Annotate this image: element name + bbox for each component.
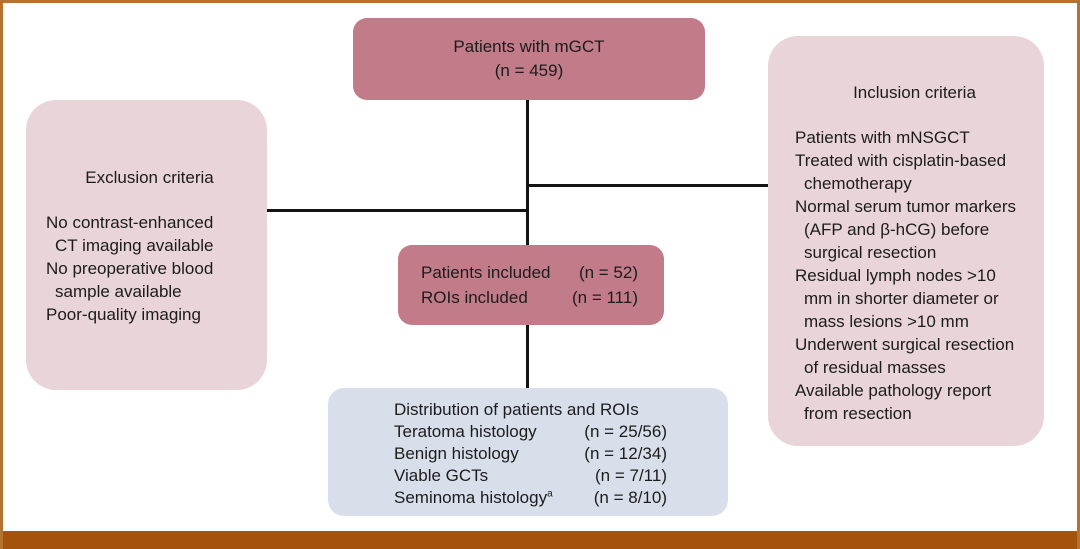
inclusion-line: Underwent surgical resection xyxy=(795,335,1015,354)
inclusion-title: Inclusion criteria xyxy=(853,83,976,102)
distribution-row-label: Viable GCTs xyxy=(394,466,489,485)
connector-included-to-distribution xyxy=(526,324,529,389)
distribution-row-value: (n = 7/11) xyxy=(595,466,667,485)
included-row: ROIs included (n = 111) xyxy=(421,285,638,310)
patients-included-box: Patients included (n = 52) ROIs included… xyxy=(398,245,664,325)
inclusion-list: Patients with mNSGCT Treated with cispla… xyxy=(795,126,1034,425)
included-row-value: (n = 111) xyxy=(572,288,638,307)
exclusion-list: No contrast-enhanced CT imaging availabl… xyxy=(46,211,253,326)
exclusion-criteria-box: Exclusion criteria No contrast-enhanced … xyxy=(26,100,267,390)
included-row-value: (n = 52) xyxy=(578,263,638,282)
distribution-row: Seminoma histologya (n = 8/10) xyxy=(394,487,667,509)
exclusion-title: Exclusion criteria xyxy=(85,168,214,187)
patients-mgct-count: (n = 459) xyxy=(494,61,564,80)
patients-mgct-label: Patients with mGCT xyxy=(453,37,605,56)
inclusion-line: surgical resection xyxy=(804,243,937,262)
distribution-title: Distribution of patients and ROIs xyxy=(394,400,639,419)
distribution-row: Benign histology (n = 12/34) xyxy=(394,443,667,465)
included-row: Patients included (n = 52) xyxy=(421,260,638,285)
inclusion-line: of residual masses xyxy=(804,358,946,377)
figure-bottom-bar xyxy=(3,531,1077,549)
distribution-row: Teratoma histology (n = 25/56) xyxy=(394,421,667,443)
distribution-row-label: Seminoma histologya xyxy=(394,488,553,507)
exclusion-line: Poor-quality imaging xyxy=(46,305,201,324)
distribution-row: Viable GCTs (n = 7/11) xyxy=(394,465,667,487)
inclusion-line: Residual lymph nodes >10 xyxy=(795,266,996,285)
inclusion-criteria-box: Inclusion criteria Patients with mNSGCT … xyxy=(768,36,1044,446)
inclusion-line: (AFP and β-hCG) before xyxy=(804,220,990,239)
exclusion-line: No contrast-enhanced xyxy=(46,213,214,232)
exclusion-line: CT imaging available xyxy=(55,236,214,255)
inclusion-line: Normal serum tumor markers xyxy=(795,197,1017,216)
included-row-label: Patients included xyxy=(421,263,551,282)
inclusion-line: Available pathology report xyxy=(795,381,992,400)
patients-mgct-box: Patients with mGCT (n = 459) xyxy=(353,18,705,100)
distribution-row-label: Benign histology xyxy=(394,444,519,463)
distribution-box: Distribution of patients and ROIs Terato… xyxy=(328,388,728,516)
distribution-row-value: (n = 25/56) xyxy=(584,422,667,441)
exclusion-line: No preoperative blood xyxy=(46,259,214,278)
connector-to-inclusion xyxy=(526,184,769,187)
included-row-label: ROIs included xyxy=(421,288,528,307)
distribution-row-label: Teratoma histology xyxy=(394,422,537,441)
connector-to-exclusion xyxy=(265,209,528,212)
inclusion-line: mass lesions >10 mm xyxy=(804,312,969,331)
exclusion-line: sample available xyxy=(55,282,182,301)
connector-top-to-included xyxy=(526,99,529,246)
inclusion-line: Treated with cisplatin-based xyxy=(795,151,1007,170)
distribution-row-value: (n = 8/10) xyxy=(593,488,667,507)
inclusion-line: chemotherapy xyxy=(804,174,912,193)
inclusion-line: mm in shorter diameter or xyxy=(804,289,999,308)
distribution-row-value: (n = 12/34) xyxy=(584,444,667,463)
inclusion-line: Patients with mNSGCT xyxy=(795,128,970,147)
inclusion-line: from resection xyxy=(804,404,912,423)
